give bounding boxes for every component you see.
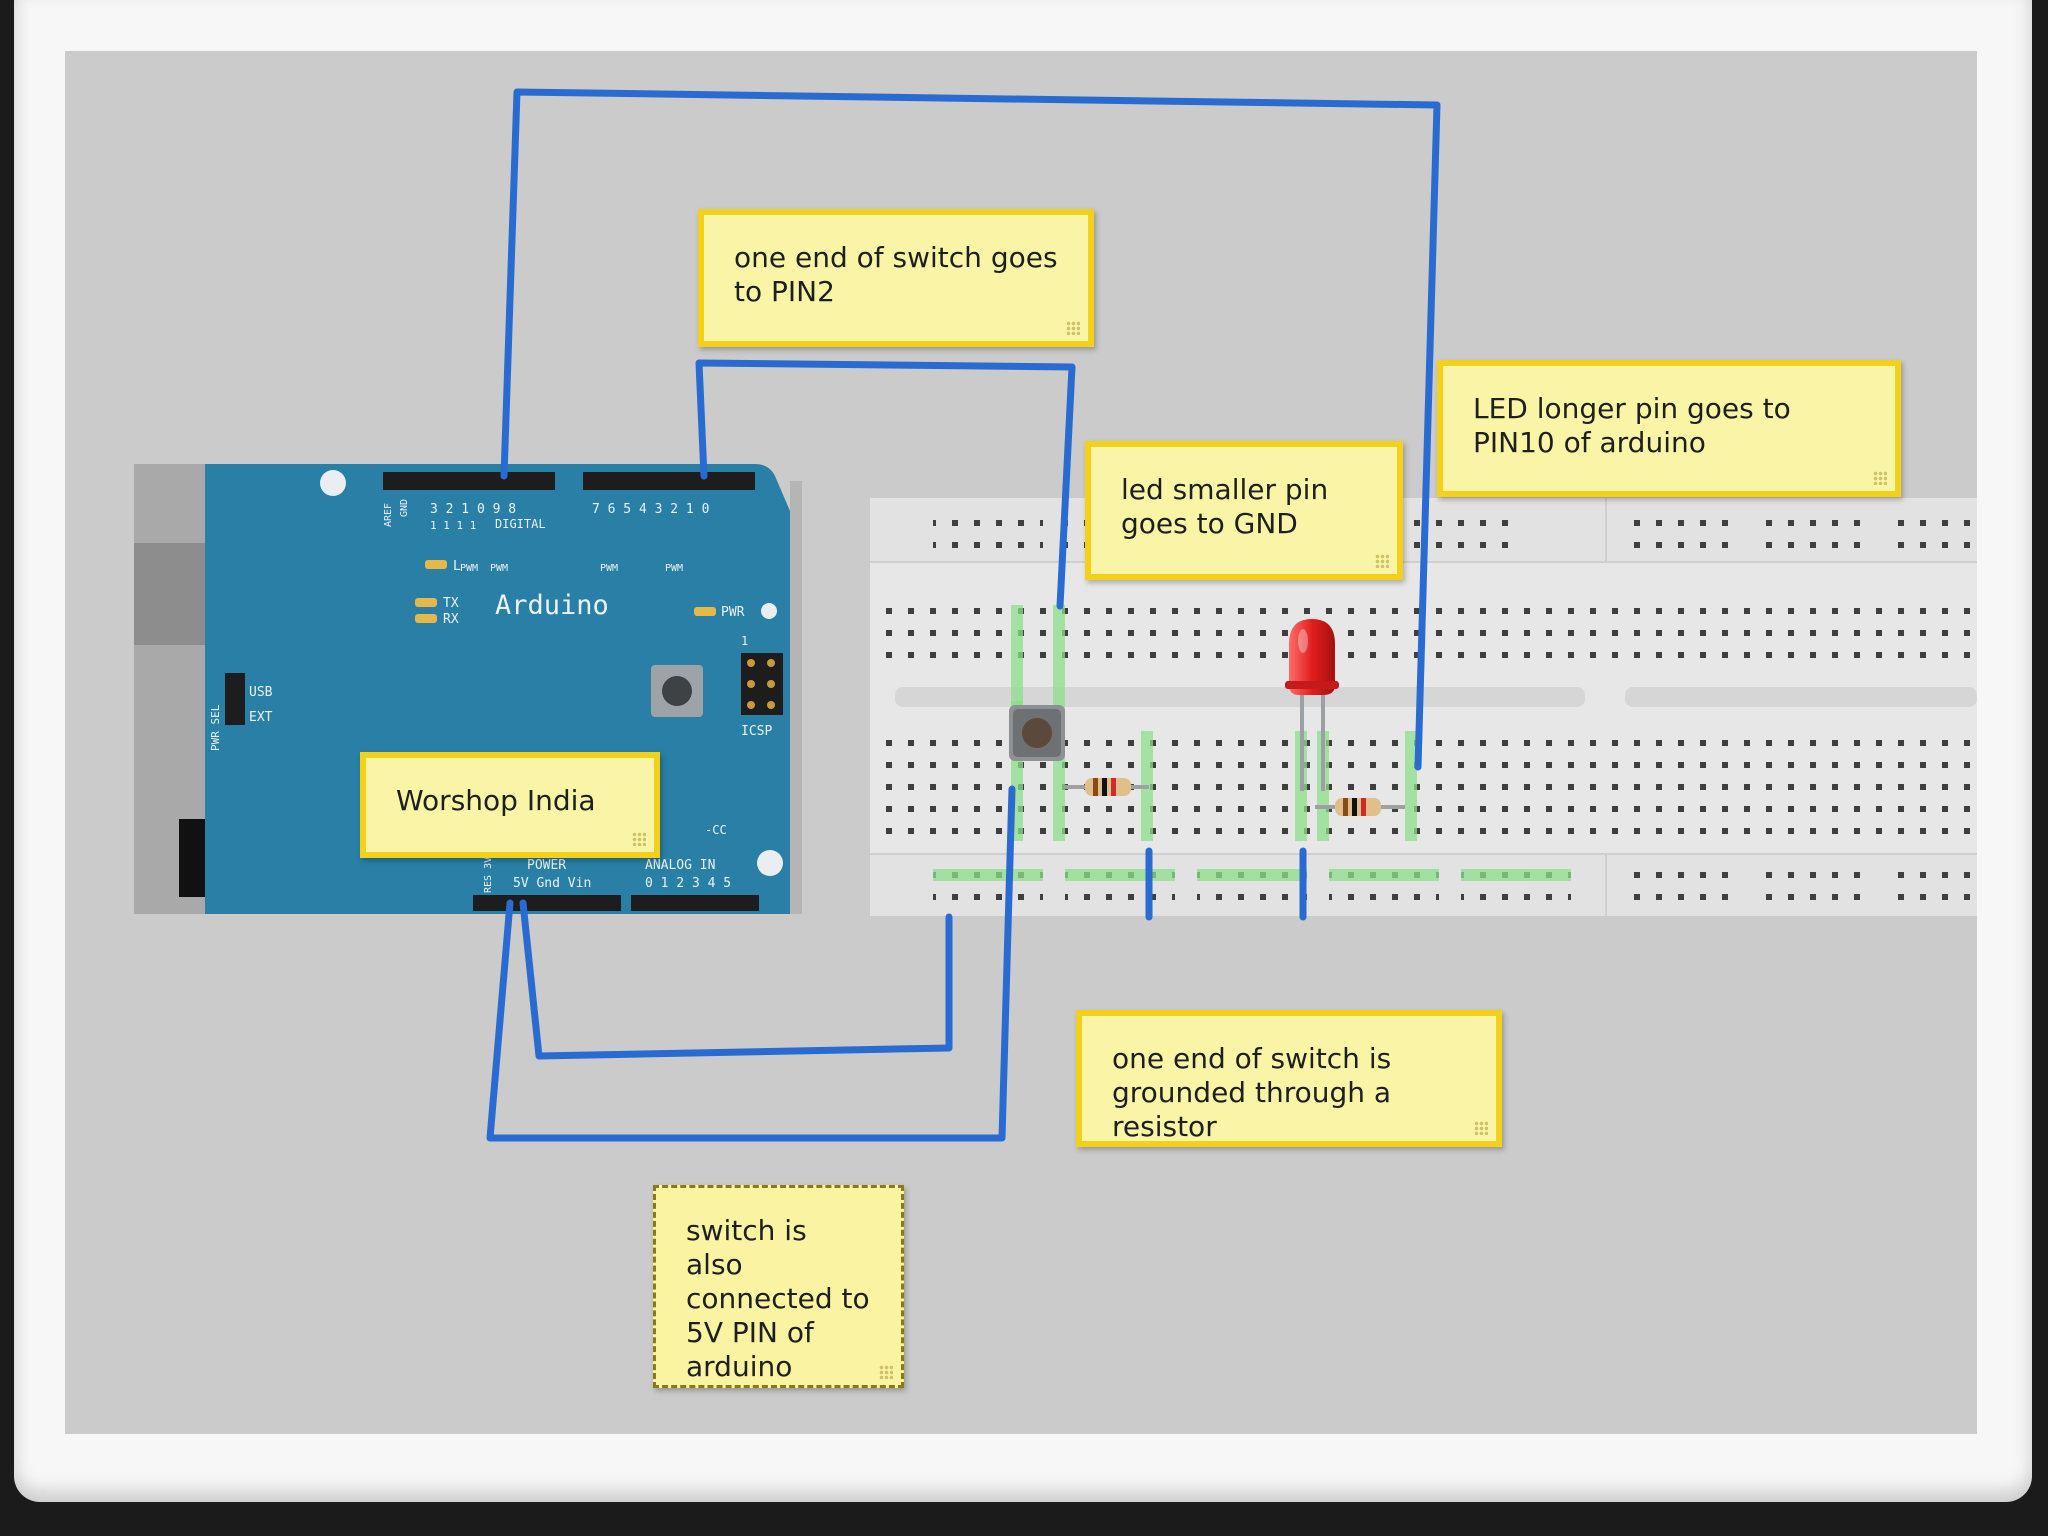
wire-pin10-to-led [500,88,1441,771]
digital-label: DIGITAL [495,517,546,531]
digital-header-high [383,472,555,490]
resize-grip-icon[interactable] [1066,321,1080,335]
digital-pins-low: 7 6 5 4 3 2 1 0 [592,502,709,517]
usb-label: USB [249,685,273,700]
note-switch-pin2: one end of switch goes to PIN2 [698,209,1094,347]
wire-gnd-to-rail [519,899,953,1060]
resize-grip-icon[interactable] [1873,471,1887,485]
l-label: L [453,559,461,574]
tx-label: TX [443,596,459,611]
led-l [425,560,447,569]
breadboard-holes-top [885,601,1977,667]
analog-in-label: ANALOG IN [645,858,715,873]
led-rx [415,614,437,623]
power-pins-label: 5V Gnd Vin [513,876,591,891]
resize-grip-icon[interactable] [632,832,646,846]
cc-label: -CC [705,823,727,837]
note-switch-ground-text: one end of switch is grounded through a … [1112,1042,1392,1143]
note-switch-5v-text: switch is also connected to 5V PIN of ar… [686,1214,870,1383]
resize-grip-icon[interactable] [1375,554,1389,568]
analog-header [631,895,759,911]
wire-pin2-to-switch [695,359,1076,610]
note-switch-ground: one end of switch is grounded through a … [1076,1010,1502,1147]
mount-hole [320,470,346,496]
gnd-label: GND [399,499,410,517]
analog-pins-label: 0 1 2 3 4 5 [645,876,731,891]
ext-label: EXT [249,710,273,725]
pwm-label-2: PWM [490,563,508,574]
resize-grip-icon[interactable] [879,1365,893,1379]
resize-grip-icon[interactable] [1474,1121,1488,1135]
digital-pins-high: 3 2 1 0 9 8 [430,502,516,517]
led-tx [415,598,437,607]
resistor-icon [1065,778,1149,796]
digital-header-low [583,472,755,490]
led-pwr [694,607,716,616]
pwr-label: PWR [721,605,745,620]
breadboard-channel [895,687,1585,707]
power-header [473,895,621,911]
icsp-label: ICSP [741,724,772,739]
wires [486,88,1441,1142]
tens-row: 1 1 1 1 [430,519,476,532]
res-3v3-label: RES 3V3 [483,851,494,893]
note-switch-5v: switch is also connected to 5V PIN of ar… [653,1185,904,1388]
pwm-label-4: PWM [665,563,683,574]
aref-label: AREF [383,503,394,527]
slide: Arduino DIGITAL 3 2 1 0 9 8 7 6 5 4 3 2 … [14,0,2032,1502]
rx-label: RX [443,612,459,627]
pwr-sel-jumper [225,673,245,725]
pwm-label: PWM [460,563,478,574]
pwm-label-3: PWM [600,563,618,574]
power-label: POWER [527,858,566,873]
wire-5v-to-switch [486,785,1016,1142]
red-led-icon [1285,619,1339,791]
pushbutton-icon [1009,701,1065,761]
mount-hole [757,850,783,876]
pwr-sel-label: PWR SEL [209,704,222,751]
note-led-long-pin-text: LED longer pin goes to PIN10 of arduino [1473,392,1791,459]
circuit-diagram: Arduino DIGITAL 3 2 1 0 9 8 7 6 5 4 3 2 … [134,88,1977,1142]
note-led-long-pin: LED longer pin goes to PIN10 of arduino [1437,360,1901,497]
board-name: Arduino [495,590,609,621]
note-led-small-pin-text: led smaller pin goes to GND [1121,473,1329,540]
note-worshop-text: Worshop India [396,784,596,817]
note-led-small-pin: led smaller pin goes to GND [1085,441,1403,580]
resistor-icon [1315,798,1405,816]
icsp-num: 1 [741,634,748,648]
circuit-canvas: Arduino DIGITAL 3 2 1 0 9 8 7 6 5 4 3 2 … [65,51,1977,1434]
note-worshop: Worshop India [360,752,660,858]
note-switch-pin2-text: one end of switch goes to PIN2 [734,241,1058,308]
